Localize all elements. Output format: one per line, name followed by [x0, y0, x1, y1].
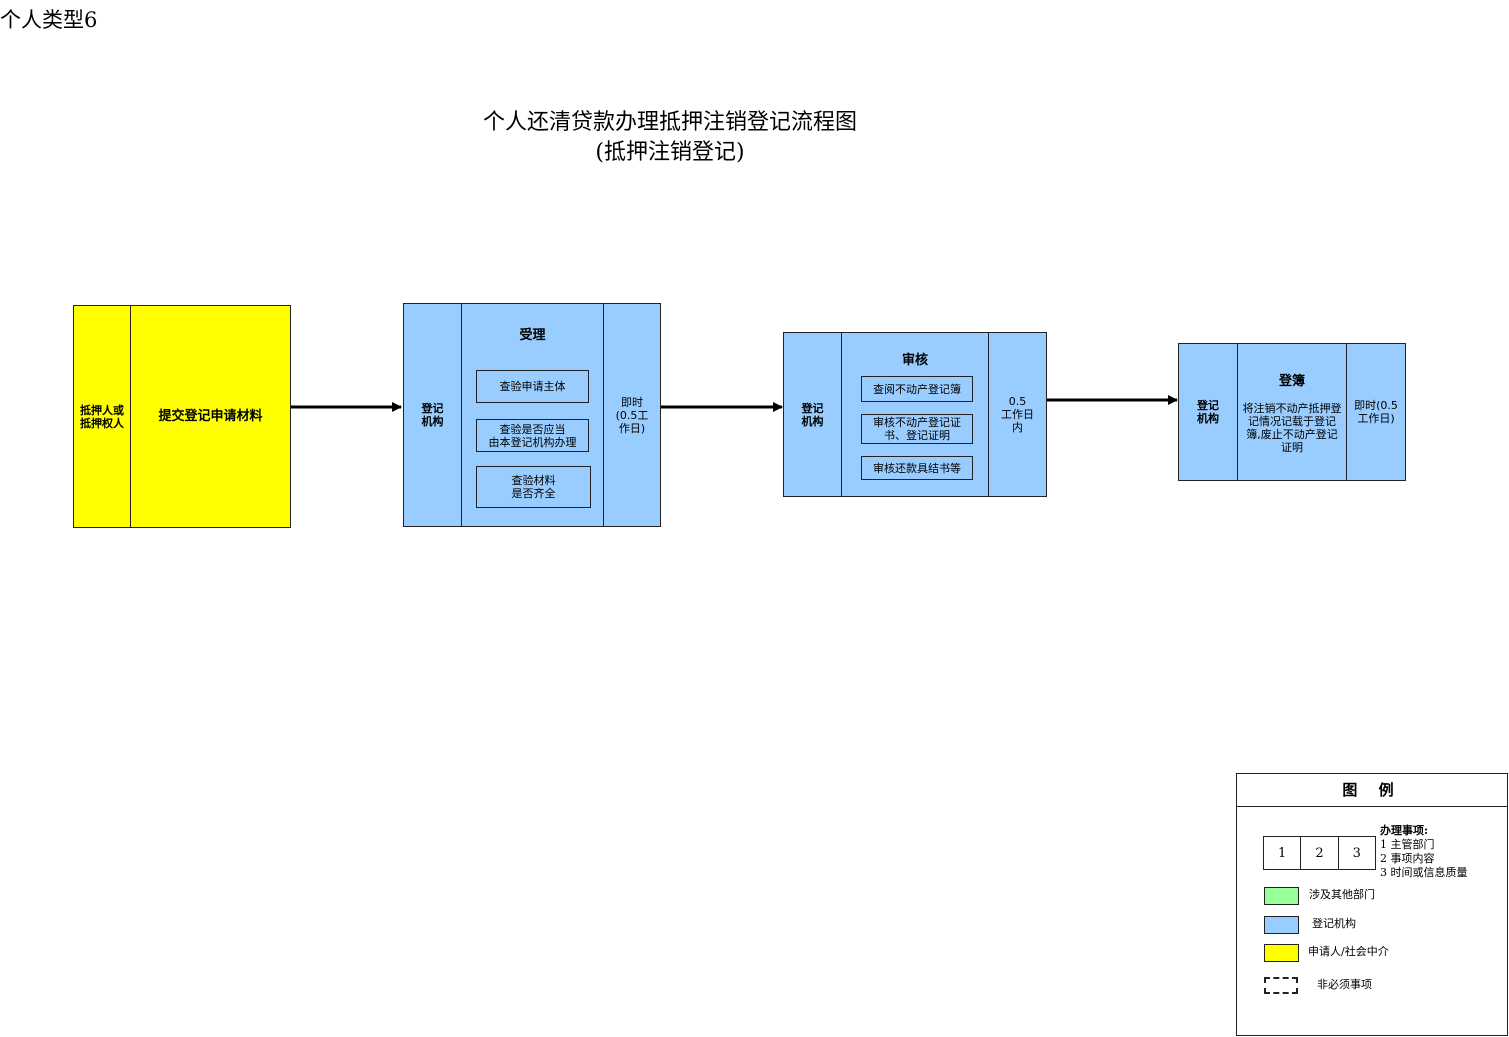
step2-task: 查验材料 是否齐全	[476, 466, 591, 508]
step3-title: 审核	[901, 353, 928, 368]
step1-content: 提交登记申请材料	[130, 306, 290, 527]
legend-sample-cell: 2	[1300, 837, 1337, 869]
step-review: 登记 机构 审核 查阅不动产登记簿 审核不动产登记证 书、登记证明 审核还款具结…	[783, 332, 1047, 497]
legend-item-line: 3 时间或信息质量	[1380, 866, 1468, 879]
step2-title: 受理	[519, 328, 546, 343]
legend-green-swatch	[1264, 887, 1299, 905]
legend-heading: 图 例	[1237, 774, 1507, 807]
step-submit-materials: 抵押人或 抵押权人 提交登记申请材料	[73, 305, 291, 528]
legend-blue-swatch	[1264, 916, 1299, 934]
legend-sample-box: 1 2 3	[1263, 836, 1376, 870]
step2-dept: 登记 机构	[421, 402, 444, 428]
legend-yellow-label: 申请人/社会中介	[1308, 945, 1389, 958]
step4-dept: 登记 机构	[1197, 399, 1219, 425]
step3-task: 审核不动产登记证 书、登记证明	[861, 414, 973, 444]
step-register: 登记 机构 登簿 将注销不动产抵押登 记情况记载于登记 簿,废止不动产登记 证明…	[1178, 343, 1406, 481]
legend-panel: 图 例 1 2 3 办理事项: 1 主管部门 2 事项内容 3 时间或信息质量 …	[1236, 773, 1508, 1036]
legend-item-line: 2 事项内容	[1380, 852, 1435, 865]
legend-item-line: 1 主管部门	[1380, 838, 1435, 851]
legend-sample-cell: 3	[1337, 837, 1375, 869]
legend-dashed-swatch	[1264, 977, 1298, 994]
legend-blue-label: 登记机构	[1312, 917, 1356, 930]
step4-desc: 将注销不动产抵押登 记情况记载于登记 簿,废止不动产登记 证明	[1242, 402, 1342, 454]
step3-time: 0.5 工作日 内	[1001, 395, 1034, 434]
step2-task: 查验是否应当 由本登记机构办理	[476, 419, 589, 452]
diagram-title: 个人还清贷款办理抵押注销登记流程图	[482, 110, 857, 135]
step2-task: 查验申请主体	[476, 370, 589, 403]
step1-dept: 抵押人或 抵押权人	[80, 403, 124, 430]
legend-yellow-swatch	[1264, 944, 1299, 962]
step2-time: 即时 (0.5工 作日)	[615, 395, 649, 435]
legend-items-heading: 办理事项:	[1380, 824, 1429, 837]
legend-sample-cell: 1	[1278, 845, 1287, 861]
legend-green-label: 涉及其他部门	[1309, 888, 1375, 901]
diagram-subtitle: (抵押注销登记)	[595, 140, 745, 165]
step3-task: 审核还款具结书等	[861, 456, 973, 480]
step-acceptance: 登记 机构 受理 查验申请主体 查验是否应当 由本登记机构办理 查验材料 是否齐…	[403, 303, 661, 527]
step4-time: 即时(0.5 工作日)	[1354, 399, 1398, 425]
step3-dept: 登记 机构	[801, 401, 824, 428]
step4-title: 登簿	[1278, 374, 1305, 389]
legend-dashed-label: 非必须事项	[1317, 978, 1372, 991]
page-corner-label: 个人类型6	[0, 8, 98, 32]
step3-task: 查阅不动产登记簿	[861, 376, 973, 402]
